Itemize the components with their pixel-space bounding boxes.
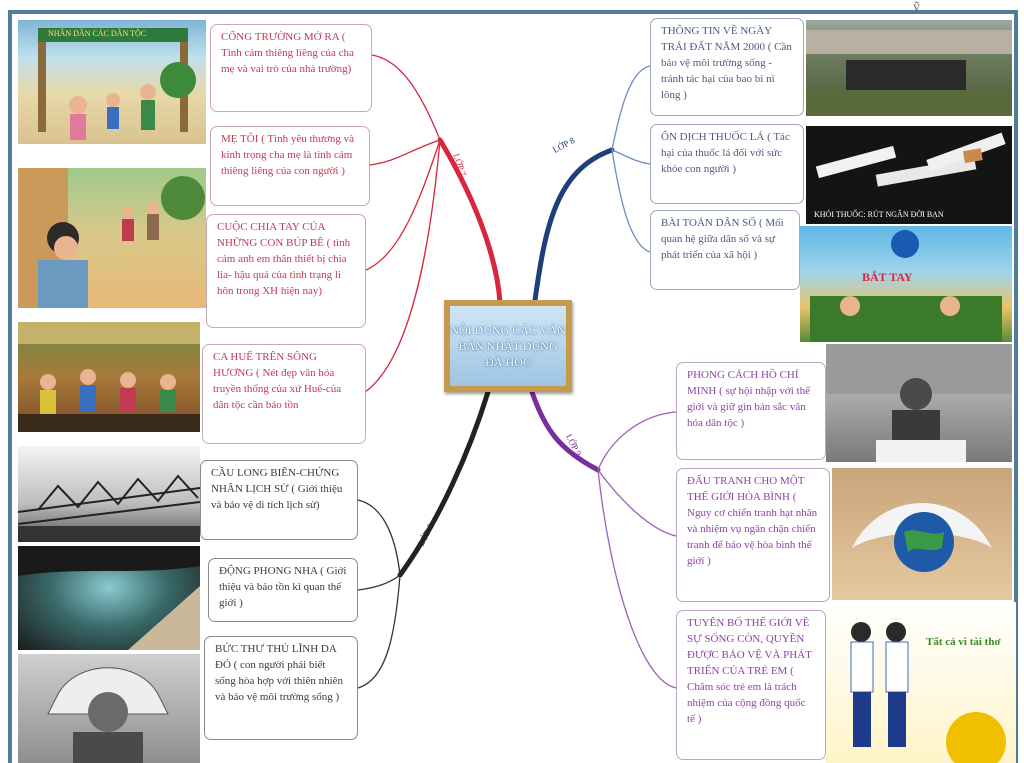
long-bien-bridge-image [18, 446, 200, 542]
sub-cau-long-bien [357, 499, 401, 576]
children-poster-text: Tất cả vì tài thơ [926, 636, 1001, 648]
sub-tuyen-bo [597, 469, 677, 689]
sub-dau-tranh [597, 469, 677, 537]
sub-on-dich [611, 149, 651, 165]
center-topic-title: NỘI DUNG CÁC VĂN BẢN NHẬT DỤNG ĐÃ HỌC [450, 306, 566, 386]
node-ca-hue: CA HUẾ TRÊN SÔNG HƯƠNG ( Nét đẹp văn hóa… [202, 344, 366, 444]
native-chief-image [18, 654, 200, 763]
center-topic: NỘI DUNG CÁC VĂN BẢN NHẬT DỤNG ĐÃ HỌC [444, 300, 572, 392]
sub-thong-tin [611, 65, 651, 151]
node-dau-tranh-hoa-binh: ĐẤU TRANH CHO MỘT THẾ GIỚI HÒA BÌNH ( Ng… [676, 468, 830, 602]
phong-nha-cave-image [18, 546, 200, 650]
node-bai-toan-dan-so: BÀI TOÁN DÂN SỐ ( Mối quan hệ giữa dân s… [650, 210, 800, 290]
ca-hue-image [18, 322, 200, 432]
node-tuyen-bo-tre-em: TUYÊN BỐ THẾ GIỚI VỀ SỰ SỐNG CÒN, QUYỀN … [676, 610, 826, 760]
sub-cuoc-chia-tay [365, 139, 441, 271]
sub-dong-phong-nha [357, 574, 401, 591]
corner-mark-icon: ỹ [913, 0, 920, 15]
ho-chi-minh-image [826, 344, 1012, 462]
school-gate-image: NHÂN DÂN CÁC DÂN TỘC [18, 20, 206, 144]
world-peace-image [832, 468, 1012, 600]
sub-cong-truong [371, 54, 441, 141]
node-cuoc-chia-tay: CUỘC CHIA TAY CỦA NHỮNG CON BÚP BÊ ( tìn… [206, 214, 366, 328]
branch-lop9-line [529, 389, 601, 473]
polluted-canal-image [806, 20, 1012, 116]
node-buc-thu-thu-linh: BỨC THƯ THỦ LĨNH DA ĐỎ ( con người phải … [204, 636, 358, 740]
node-cau-long-bien: CẦU LONG BIÊN-CHỨNG NHÂN LỊCH SỬ ( Giới … [200, 460, 358, 540]
node-me-toi: MẸ TÔI ( Tình yêu thương và kính trọng c… [210, 126, 370, 206]
branch-lop6-line [397, 389, 491, 578]
cigarettes-image: KHÓI THUỐC: RÚT NGẮN ĐỜI BẠN [806, 126, 1012, 224]
node-dong-phong-nha: ĐỘNG PHONG NHA ( Giới thiệu và bảo tồn k… [208, 558, 358, 622]
population-banner-text: BẮT TAY [862, 270, 913, 284]
sub-phong-cach [597, 411, 677, 471]
branch-lop8-line [532, 147, 615, 303]
sub-bai-toan [611, 149, 651, 253]
sub-buc-thu [357, 574, 401, 689]
sub-ca-hue [364, 139, 441, 393]
node-phong-cach-ho-chi-minh: PHONG CÁCH HỒ CHÍ MINH ( sự hội nhập với… [676, 362, 826, 460]
smoking-caption: KHÓI THUỐC: RÚT NGẮN ĐỜI BẠN [814, 210, 944, 219]
branch-lop7-line [437, 137, 503, 305]
children-rights-image: Tất cả vì tài thơ [826, 602, 1016, 763]
mother-child-image [18, 168, 206, 308]
school-sign-text: NHÂN DÂN CÁC DÂN TỘC [48, 29, 147, 38]
population-poster-image: BẮT TAY [800, 226, 1012, 342]
node-cong-truong-mo-ra: CỔNG TRƯỜNG MỞ RA ( Tình cảm thiêng liên… [210, 24, 372, 112]
node-thong-tin-trai-dat: THÔNG TIN VỀ NGÀY TRÁI ĐẤT NĂM 2000 ( Cầ… [650, 18, 804, 116]
node-on-dich-thuoc-la: ÔN DỊCH THUỐC LÁ ( Tác hại của thuốc lá … [650, 124, 804, 204]
sub-me-toi [369, 139, 441, 166]
